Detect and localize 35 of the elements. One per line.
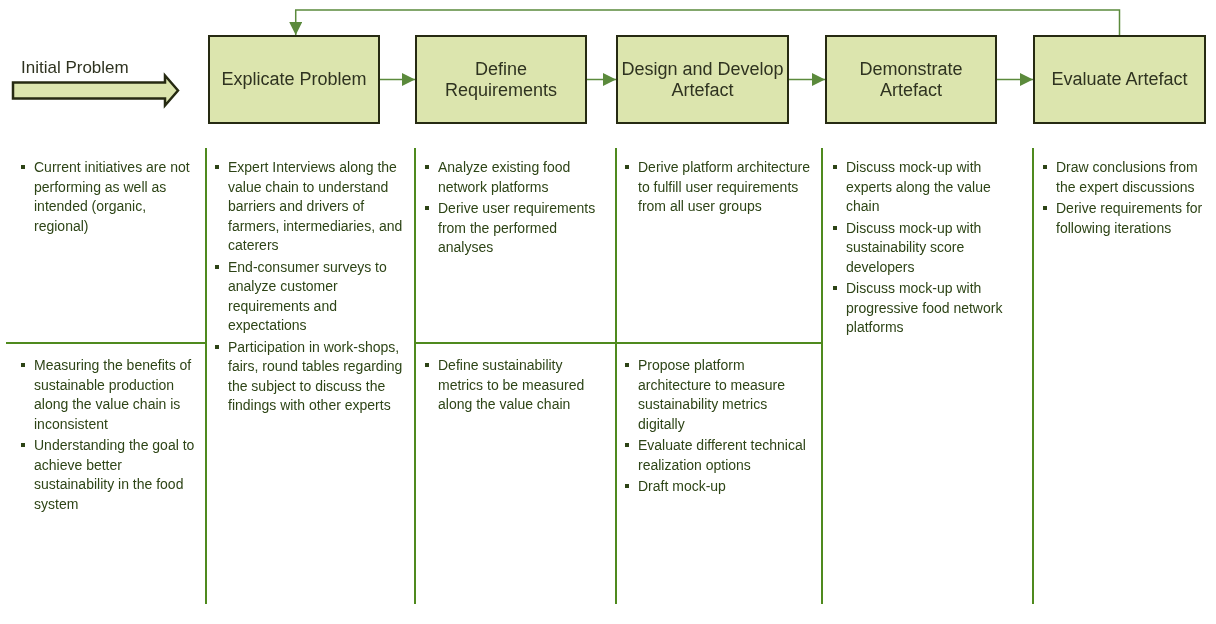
process-box [616,35,789,124]
arrow [289,9,1121,36]
arrow [996,73,1034,86]
bullet-item: Understanding the goal to achieve better sustainability in the food system [20,436,202,514]
bullet-item: Analyze existing food network platforms [424,158,610,197]
bullet-item: Propose platform architecture to measure sustainability metrics digitally [624,356,816,434]
arrow [788,73,826,86]
edge-label: Initial Problem [21,57,129,78]
process-box [415,35,587,124]
bullet-item: Discuss mock-up with sustainability score developers [832,218,1026,277]
bullet-item: Derive requirements for following iterations [1042,199,1212,238]
step-title: Demonstrate Artefact [858,58,964,101]
bullet-item: Evaluate different technical realization options [624,436,816,475]
arrow [586,73,617,86]
bullet-item: Participation in work-shops, fairs, round tables regarding the subject to discuss the findings with other experts [214,337,406,416]
bullet-item: Draw conclusions from the expert discussions [1042,158,1212,197]
arrow [379,73,416,86]
bullet-item: Discuss mock-up with experts along the value chain [832,158,1026,217]
bullet-item: Discuss mock-up with progressive food network platforms [832,279,1026,338]
bullet-item: Draft mock-up [624,477,816,497]
process-box [825,35,997,124]
bullet-item: Derive platform architecture to fulfill user requirements from all user groups [624,158,816,217]
bullet-item: Current initiatives are not performing as well as intended (organic, regional) [20,158,202,236]
bullet-item: End-consumer surveys to analyze customer requirements and expectations [214,257,406,336]
block-arrow [11,72,180,109]
process-box [208,35,380,124]
step-title: Define Requirements [443,58,559,101]
bullet-item: Derive user requirements from the performed analyses [424,199,610,258]
bullet-item: Expert Interviews along the value chain to understand barriers and drivers of farmers, intermediaries, and caterers [214,158,406,256]
step-title: Explicate Problem [221,69,367,90]
bullet-item: Define sustainability metrics to be measured along the value chain [424,356,610,415]
process-box [1033,35,1206,124]
bullet-item: Measuring the benefits of sustainable production along the value chain is inconsistent [20,356,202,434]
step-title: Design and Develop Artefact [620,58,785,101]
step-title: Evaluate Artefact [1051,69,1188,90]
